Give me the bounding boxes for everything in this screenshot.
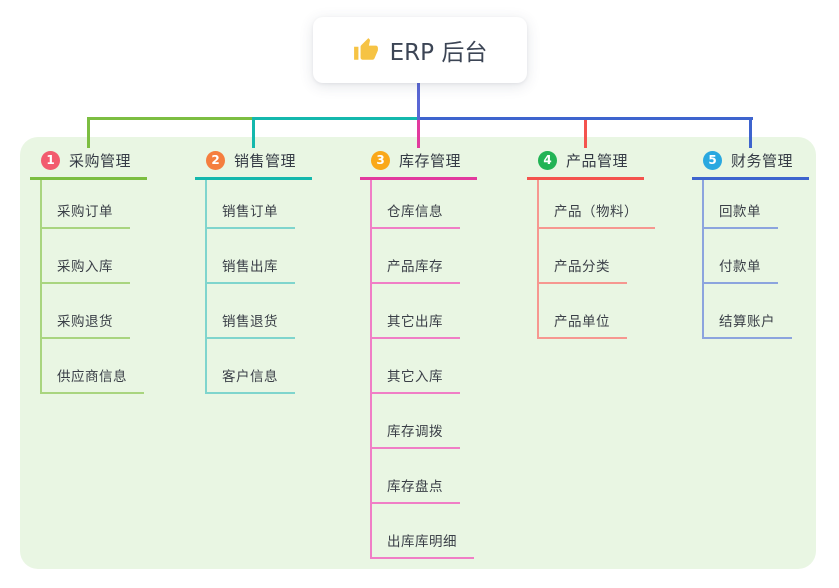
child-node: 付款单 bbox=[704, 229, 778, 284]
branch-label: 销售管理 bbox=[234, 152, 297, 170]
branches-background-panel bbox=[20, 137, 816, 569]
child-node: 客户信息 bbox=[207, 339, 295, 394]
child-node: 其它入库 bbox=[372, 339, 460, 394]
branch-1: 1 采购管理采购订单采购入库采购退货供应商信息 bbox=[30, 148, 147, 394]
child-node-label: 销售出库 bbox=[222, 259, 278, 275]
branch-number-badge: 1 bbox=[41, 151, 60, 170]
branch-children: 回款单付款单结算账户 bbox=[702, 180, 792, 339]
child-node: 销售出库 bbox=[207, 229, 295, 284]
branch-label: 产品管理 bbox=[566, 152, 629, 170]
child-node: 库存盘点 bbox=[372, 449, 460, 504]
child-node-label: 付款单 bbox=[719, 259, 761, 275]
branch-children: 销售订单销售出库销售退货客户信息 bbox=[205, 180, 295, 394]
child-node: 其它出库 bbox=[372, 284, 460, 339]
drop-connector-2 bbox=[252, 117, 255, 148]
child-node-label: 回款单 bbox=[719, 204, 761, 220]
branch-children: 产品（物料） 产品分类产品单位 bbox=[537, 180, 655, 339]
child-node-label: 供应商信息 bbox=[57, 369, 127, 385]
branch-number-badge: 5 bbox=[703, 151, 722, 170]
branch-5: 5 财务管理回款单付款单结算账户 bbox=[692, 148, 809, 339]
branch-header-1: 1 采购管理 bbox=[30, 148, 147, 180]
branch-header-5: 5 财务管理 bbox=[692, 148, 809, 180]
branch-header-4: 4 产品管理 bbox=[527, 148, 644, 180]
child-node-label: 库存调拨 bbox=[387, 424, 443, 440]
branch-number-badge: 2 bbox=[206, 151, 225, 170]
child-node: 销售退货 bbox=[207, 284, 295, 339]
child-node-label: 产品（物料） bbox=[554, 204, 638, 220]
branch-children: 采购订单采购入库采购退货供应商信息 bbox=[40, 180, 144, 394]
child-node-label: 采购退货 bbox=[57, 314, 113, 330]
root-node-title: ERP 后台 bbox=[389, 40, 488, 66]
drop-connector-3 bbox=[417, 117, 420, 148]
child-node: 出库库明细 bbox=[372, 504, 474, 559]
child-node: 库存调拨 bbox=[372, 394, 460, 449]
child-node: 产品分类 bbox=[539, 229, 627, 284]
drop-connector-1 bbox=[87, 117, 90, 148]
child-node-label: 出库库明细 bbox=[387, 534, 457, 550]
child-node: 回款单 bbox=[704, 180, 778, 229]
child-node: 仓库信息 bbox=[372, 180, 460, 229]
root-node-erp-backend: ERP 后台 bbox=[313, 17, 527, 83]
branch-children: 仓库信息产品库存其它出库其它入库库存调拨库存盘点出库库明细 bbox=[370, 180, 474, 559]
branch-number-badge: 3 bbox=[371, 151, 390, 170]
child-node-label: 采购入库 bbox=[57, 259, 113, 275]
child-node: 产品（物料） bbox=[539, 180, 655, 229]
thumbs-up-icon bbox=[353, 37, 379, 63]
branch-label: 库存管理 bbox=[399, 152, 462, 170]
child-node-label: 销售退货 bbox=[222, 314, 278, 330]
child-node: 销售订单 bbox=[207, 180, 295, 229]
drop-connector-4 bbox=[584, 117, 587, 148]
branch-2: 2 销售管理销售订单销售出库销售退货客户信息 bbox=[195, 148, 312, 394]
child-node: 采购入库 bbox=[42, 229, 130, 284]
branch-header-3: 3 库存管理 bbox=[360, 148, 477, 180]
child-node-label: 产品单位 bbox=[554, 314, 610, 330]
root-connector-line bbox=[417, 83, 420, 120]
branch-label: 财务管理 bbox=[731, 152, 794, 170]
child-node-label: 产品库存 bbox=[387, 259, 443, 275]
child-node-label: 仓库信息 bbox=[387, 204, 443, 220]
drop-connector-5 bbox=[749, 117, 752, 148]
child-node: 供应商信息 bbox=[42, 339, 144, 394]
branch-header-2: 2 销售管理 bbox=[195, 148, 312, 180]
child-node: 采购退货 bbox=[42, 284, 130, 339]
child-node: 产品单位 bbox=[539, 284, 627, 339]
branch-label: 采购管理 bbox=[69, 152, 132, 170]
child-node-label: 结算账户 bbox=[719, 314, 775, 330]
child-node-label: 其它入库 bbox=[387, 369, 443, 385]
child-node-label: 其它出库 bbox=[387, 314, 443, 330]
child-node-label: 采购订单 bbox=[57, 204, 113, 220]
child-node-label: 产品分类 bbox=[554, 259, 610, 275]
branch-4: 4 产品管理产品（物料） 产品分类产品单位 bbox=[527, 148, 655, 339]
child-node-label: 库存盘点 bbox=[387, 479, 443, 495]
child-node: 采购订单 bbox=[42, 180, 130, 229]
child-node: 结算账户 bbox=[704, 284, 792, 339]
branch-number-badge: 4 bbox=[538, 151, 557, 170]
trunk-connector-5 bbox=[419, 117, 753, 120]
child-node-label: 销售订单 bbox=[222, 204, 278, 220]
trunk-connector-2 bbox=[253, 117, 422, 120]
child-node-label: 客户信息 bbox=[222, 369, 278, 385]
branch-3: 3 库存管理仓库信息产品库存其它出库其它入库库存调拨库存盘点出库库明细 bbox=[360, 148, 477, 559]
child-node: 产品库存 bbox=[372, 229, 460, 284]
